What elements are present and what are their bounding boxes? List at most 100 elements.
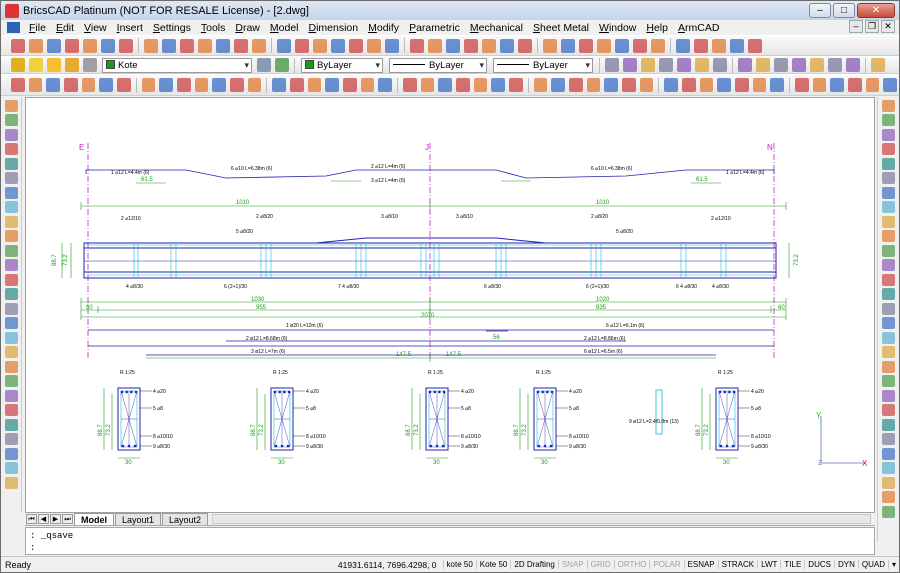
- layer-select[interactable]: Kote: [102, 57, 252, 73]
- tool-icon[interactable]: [730, 38, 744, 53]
- tool-icon[interactable]: [420, 78, 435, 92]
- menu-mechanical[interactable]: Mechanical: [469, 21, 523, 34]
- menu-modify[interactable]: Modify: [368, 21, 400, 34]
- palette-tool-icon[interactable]: [5, 143, 18, 155]
- tool-icon[interactable]: [428, 38, 442, 53]
- palette-tool-icon[interactable]: [5, 389, 18, 402]
- menu-armcad[interactable]: ArmCAD: [677, 21, 720, 34]
- doc-close-button[interactable]: ✕: [881, 20, 895, 33]
- tool-icon[interactable]: [491, 78, 506, 92]
- tool-icon[interactable]: [623, 58, 637, 72]
- tool-icon[interactable]: [464, 38, 478, 53]
- tool-icon[interactable]: [712, 38, 726, 53]
- tool-icon[interactable]: [349, 38, 363, 53]
- tool-icon[interactable]: [738, 58, 752, 72]
- tool-icon[interactable]: [247, 78, 262, 92]
- menu-help[interactable]: Help: [646, 21, 668, 34]
- make-current-layer-icon[interactable]: [257, 58, 271, 72]
- palette-tool-icon[interactable]: [882, 259, 895, 271]
- prev-tab-button[interactable]: ◀: [38, 514, 49, 524]
- tab-layout1[interactable]: Layout1: [115, 513, 162, 525]
- palette-tool-icon[interactable]: [882, 288, 895, 300]
- status-toggle-2d-drafting[interactable]: 2D Drafting: [510, 560, 557, 569]
- status-menu-chevron-icon[interactable]: ▾: [887, 560, 899, 569]
- palette-tool-icon[interactable]: [882, 114, 895, 126]
- last-tab-button[interactable]: ⏭: [62, 514, 73, 524]
- tool-icon[interactable]: [410, 38, 424, 53]
- tool-icon[interactable]: [230, 78, 244, 92]
- palette-tool-icon[interactable]: [882, 360, 895, 373]
- tool-icon[interactable]: [604, 78, 619, 92]
- palette-tool-icon[interactable]: [5, 230, 18, 242]
- status-toggle-tile[interactable]: TILE: [780, 560, 804, 569]
- tool-icon[interactable]: [378, 78, 393, 92]
- drawing-canvas[interactable]: E J N 61.5 61.5 1 ⌀12 L=4.4m (6) 6 ⌀10 L…: [25, 97, 875, 513]
- palette-tool-icon[interactable]: [5, 128, 18, 141]
- tool-icon[interactable]: [11, 78, 25, 92]
- palette-tool-icon[interactable]: [5, 273, 18, 286]
- palette-tool-icon[interactable]: [5, 462, 18, 474]
- palette-tool-icon[interactable]: [882, 447, 895, 460]
- print-icon[interactable]: [65, 38, 79, 53]
- tool-icon[interactable]: [748, 38, 762, 53]
- palette-tool-icon[interactable]: [882, 346, 895, 358]
- palette-tool-icon[interactable]: [5, 360, 18, 373]
- tool-icon[interactable]: [810, 58, 824, 72]
- tool-icon[interactable]: [735, 78, 749, 92]
- close-button[interactable]: ✕: [857, 3, 895, 18]
- erase-icon[interactable]: [180, 38, 194, 53]
- status-toggle-quad[interactable]: QUAD: [857, 560, 888, 569]
- palette-tool-icon[interactable]: [5, 172, 18, 184]
- palette-tool-icon[interactable]: [882, 230, 895, 242]
- palette-tool-icon[interactable]: [882, 317, 895, 329]
- palette-tool-icon[interactable]: [5, 317, 18, 329]
- layer-previous-icon[interactable]: [275, 58, 289, 72]
- palette-tool-icon[interactable]: [882, 201, 895, 213]
- palette-tool-icon[interactable]: [882, 433, 895, 445]
- open-file-icon[interactable]: [29, 38, 43, 53]
- tool-icon[interactable]: [828, 58, 842, 72]
- status-toggle-lwt[interactable]: LWT: [757, 560, 780, 569]
- tool-icon[interactable]: [194, 78, 209, 92]
- palette-tool-icon[interactable]: [5, 476, 18, 489]
- palette-tool-icon[interactable]: [5, 201, 18, 213]
- status-toggle-ortho[interactable]: ORTHO: [613, 560, 650, 569]
- tool-icon[interactable]: [500, 38, 514, 53]
- tool-icon[interactable]: [518, 38, 532, 53]
- menu-model[interactable]: Model: [269, 21, 299, 34]
- tool-icon[interactable]: [713, 58, 727, 72]
- tool-icon[interactable]: [509, 78, 523, 92]
- palette-tool-icon[interactable]: [882, 186, 895, 199]
- status-toggle-ducs[interactable]: DUCS: [804, 560, 834, 569]
- lock-icon[interactable]: [65, 58, 79, 72]
- palette-tool-icon[interactable]: [5, 302, 18, 315]
- palette-tool-icon[interactable]: [882, 404, 895, 416]
- next-tab-button[interactable]: ▶: [50, 514, 61, 524]
- doc-restore-button[interactable]: ❐: [865, 20, 879, 33]
- palette-tool-icon[interactable]: [882, 389, 895, 402]
- tool-icon[interactable]: [586, 78, 601, 92]
- tool-icon[interactable]: [846, 58, 860, 72]
- menu-settings[interactable]: Settings: [152, 21, 191, 34]
- status-toggle-kote-50[interactable]: kote 50: [442, 560, 476, 569]
- tool-icon[interactable]: [830, 78, 845, 92]
- tool-icon[interactable]: [641, 58, 655, 72]
- palette-tool-icon[interactable]: [882, 273, 895, 286]
- tab-model[interactable]: Model: [74, 513, 114, 525]
- tool-icon[interactable]: [385, 38, 399, 53]
- tool-icon[interactable]: [117, 78, 131, 92]
- tool-icon[interactable]: [694, 38, 708, 53]
- tool-icon[interactable]: [579, 38, 593, 53]
- help-icon[interactable]: [234, 38, 248, 53]
- menu-dimension[interactable]: Dimension: [308, 21, 359, 34]
- plot-icon[interactable]: [83, 58, 97, 72]
- tool-icon[interactable]: [871, 58, 885, 72]
- tool-icon[interactable]: [28, 78, 43, 92]
- tool-icon[interactable]: [446, 38, 460, 53]
- match-properties-icon[interactable]: [162, 38, 176, 53]
- tool-icon[interactable]: [367, 38, 381, 53]
- status-toggle-strack[interactable]: STRACK: [717, 560, 757, 569]
- document-icon[interactable]: [7, 22, 20, 33]
- tool-icon[interactable]: [695, 58, 709, 72]
- palette-tool-icon[interactable]: [882, 505, 895, 518]
